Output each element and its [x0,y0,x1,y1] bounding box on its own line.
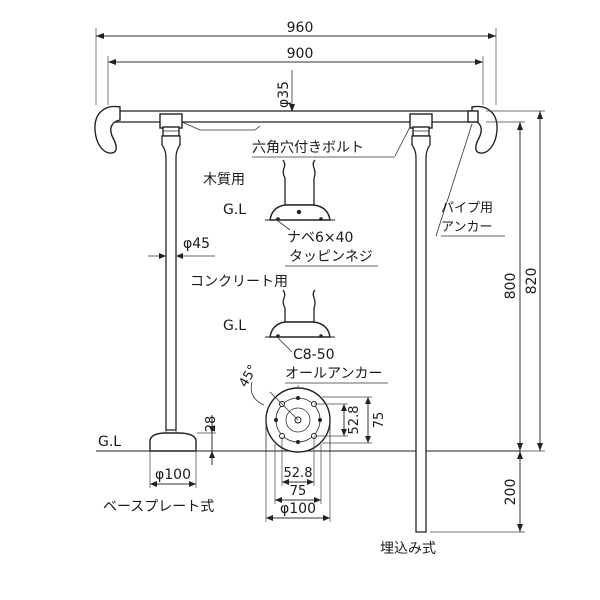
wood-mount-detail: G.L ナベ6×40 タッピンネジ [223,159,378,267]
dimension-900: 900 [107,46,484,105]
dimension-28: 28 [197,415,219,465]
dim-phi35-label: φ35 [276,81,292,108]
dim-960-label: 960 [287,20,314,36]
dim-900-label: 900 [287,46,314,62]
right-bracket [409,113,433,137]
tapping-screw-label: タッピンネジ [289,249,373,265]
nabe-screw-label: ナベ6×40 [287,230,353,246]
dimension-800: 800 [486,121,525,451]
right-end-cap [467,105,498,154]
embedded-type-label: 埋込み式 [380,541,436,557]
pipe-anchor-label-1: パイプ用 [441,201,493,216]
base-plate-type-label: ベースプレート式 [103,499,214,515]
dim-820-label: 820 [524,268,540,295]
dim-52-8-h-label: 52.8 [284,466,313,481]
dimension-52-8-horizontal: 52.8 [281,437,315,486]
dim-75-h-label: 75 [290,484,307,499]
dim-phi100-plate-label: φ100 [280,501,316,517]
all-anchor-label: オールアンカー [285,366,382,382]
c8-50-label: C8-50 [293,347,335,363]
hex-bolt-label: 六角穴付きボルト [252,140,364,156]
gl-concrete-label: G.L [223,318,246,334]
dimension-52-8-vertical: 52.8 [314,403,362,437]
hex-bolt-callout: 六角穴付きボルト [181,121,411,158]
concrete-mount-detail: G.L C8-50 オールアンカー [223,289,388,384]
dim-75-v-label: 75 [372,412,387,429]
dimension-phi100-plate: φ100 [265,452,331,522]
dimension-200: 200 [430,451,525,533]
left-end-cap [94,105,121,154]
left-post [161,135,181,431]
dimension-75-horizontal: 75 [274,444,322,504]
dim-phi45-label: φ45 [183,236,210,252]
left-bracket [159,113,183,137]
dim-28-label: 28 [204,416,219,433]
dimension-phi100-base: φ100 [149,452,197,488]
dim-200-label: 200 [503,479,519,506]
base-plate [149,430,197,452]
gl-base-label: G.L [98,434,121,450]
angle-45-label: 45° [236,363,261,390]
dim-52-8-v-label: 52.8 [347,406,362,435]
right-post [411,135,431,533]
concrete-use-label: コンクリート用 [190,274,288,290]
dimension-phi35: φ35 [276,70,295,112]
dimension-75-vertical: 75 [322,396,387,444]
dim-800-label: 800 [503,273,519,300]
dimension-960: 960 [95,20,497,105]
dimension-phi45: φ45 [148,236,215,259]
dim-phi100-base-label: φ100 [155,467,191,483]
wood-use-label: 木質用 [203,172,245,188]
pipe-anchor-label-2: アンカー [441,220,492,235]
gl-wood-label: G.L [223,202,246,218]
pipe-anchor-callout: パイプ用 アンカー [435,123,505,237]
dimension-820: 820 [486,110,545,452]
